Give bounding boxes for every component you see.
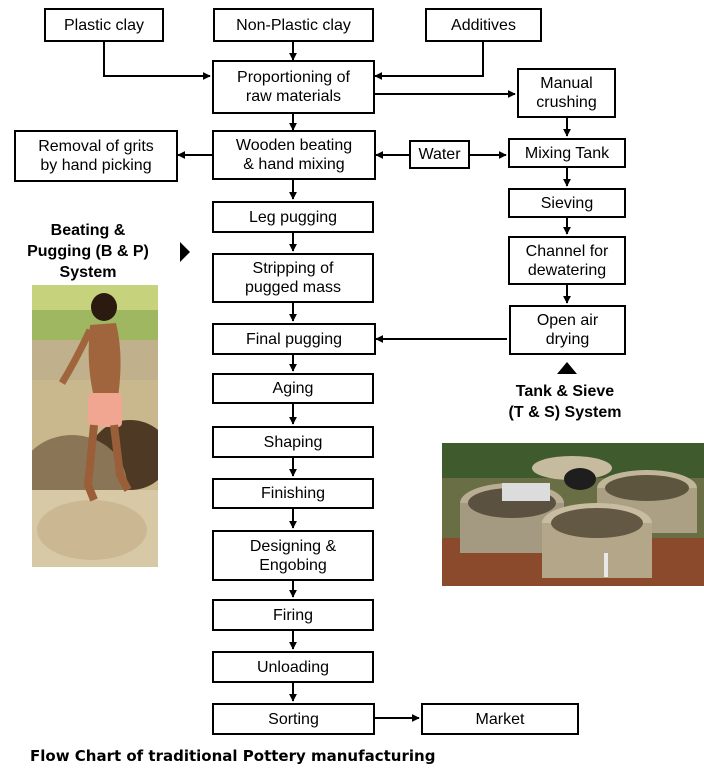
arrow-plastic-to-proportioning xyxy=(103,42,211,80)
box-firing: Firing xyxy=(212,599,374,631)
box-market: Market xyxy=(421,703,579,735)
box-finishing: Finishing xyxy=(212,478,374,509)
box-proportioning: Proportioning of raw materials xyxy=(212,60,375,114)
box-final-pugging: Final pugging xyxy=(212,323,376,355)
box-nonplastic-clay: Non-Plastic clay xyxy=(213,8,374,42)
box-water: Water xyxy=(409,140,470,169)
bp-system-label: Beating & Pugging (B & P) System xyxy=(27,222,149,281)
box-unloading: Unloading xyxy=(212,651,374,683)
arrow-additives-to-proportioning xyxy=(374,42,484,80)
box-sorting: Sorting xyxy=(212,703,375,735)
bp-pointer-triangle xyxy=(180,242,190,262)
box-leg-pugging: Leg pugging xyxy=(212,201,374,233)
box-sieving: Sieving xyxy=(508,188,626,218)
diagram-caption: Flow Chart of traditional Pottery manufa… xyxy=(30,747,436,765)
ts-system-label: Tank & Sieve (T & S) System xyxy=(508,383,622,421)
box-channel: Channel for dewatering xyxy=(508,236,626,285)
box-removal-grits: Removal of grits by hand picking xyxy=(14,130,178,182)
box-open-air-drying: Open air drying xyxy=(509,305,626,355)
box-wooden-beating: Wooden beating & hand mixing xyxy=(212,130,376,180)
box-additives: Additives xyxy=(425,8,542,42)
box-plastic-clay: Plastic clay xyxy=(44,8,164,42)
box-aging: Aging xyxy=(212,373,374,404)
box-manual-crushing: Manual crushing xyxy=(517,68,616,118)
box-stripping: Stripping of pugged mass xyxy=(212,253,374,303)
leg-pugging-photo xyxy=(32,285,158,567)
ts-pointer-triangle xyxy=(557,362,577,374)
tank-system-photo xyxy=(442,443,704,586)
box-shaping: Shaping xyxy=(212,426,374,458)
box-designing: Designing & Engobing xyxy=(212,530,374,581)
box-mixing-tank: Mixing Tank xyxy=(508,138,626,168)
